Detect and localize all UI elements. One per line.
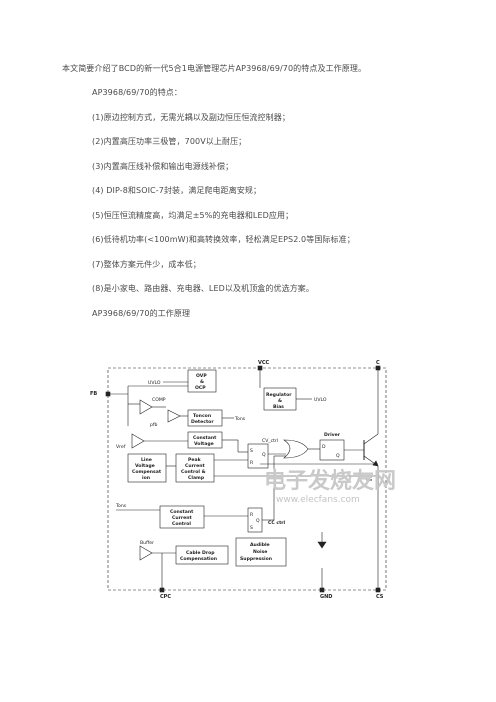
cc-s: S xyxy=(250,525,253,531)
cv-line1: Constant xyxy=(193,435,217,441)
pin-gnd-pad xyxy=(319,587,325,593)
features-title: AP3968/69/70的特点： xyxy=(92,88,183,97)
uvlo-in-label: UVLO xyxy=(148,380,161,386)
pin-cs-pad xyxy=(375,587,381,593)
principle-title: AP3968/69/70的工作原理 xyxy=(92,309,191,318)
tons-label: Tons xyxy=(234,416,246,422)
block-diagram: VCC C FB CPC GND CS OVP & OCP UVLO Regul… xyxy=(88,356,398,602)
pin-gnd: GND xyxy=(320,594,332,600)
toncon-buffer xyxy=(167,409,181,423)
buffer-amp xyxy=(139,545,153,561)
ccc-line1: Constant xyxy=(170,509,194,515)
intro-text: 本文简要介绍了BCD的新一代5合1电源管理芯片AP3968/69/70的特点及工… xyxy=(62,64,367,73)
lvc-line2: Voltage xyxy=(135,463,155,469)
emitter-arrow xyxy=(372,460,379,467)
lvc-line3: Compensat xyxy=(132,469,162,475)
gnd-arrow-head xyxy=(317,541,327,549)
lvc-line1: Line xyxy=(141,457,152,463)
watermark-cn: 电子发烧友网 xyxy=(264,468,396,494)
noise-line1: Audible xyxy=(250,542,270,548)
constant-current-block xyxy=(159,505,205,529)
ccc-line2: Current xyxy=(172,515,193,521)
or-gate xyxy=(283,439,309,459)
noise-line2: Noise xyxy=(253,549,267,555)
pfb-label: pfb xyxy=(150,422,158,428)
lvc-line4: ion xyxy=(142,475,150,481)
ovp-line2: & xyxy=(200,379,204,385)
cv-amp xyxy=(131,433,145,449)
cable-drop-block xyxy=(175,545,229,565)
reg-line1: Regulator xyxy=(266,392,292,398)
peak-line4: Clamp xyxy=(188,475,205,481)
pin-vcc-pad xyxy=(257,365,263,371)
pin-cs: CS xyxy=(376,594,384,600)
toncon-line2: Detector xyxy=(191,419,214,425)
noise-block xyxy=(235,537,287,567)
pin-cpc: CPC xyxy=(160,594,171,600)
driver-block xyxy=(319,439,345,461)
vref-label: Vref xyxy=(116,444,126,450)
transistor-collector xyxy=(363,433,379,445)
peak-current-block xyxy=(175,453,215,483)
cv-flipflop xyxy=(247,443,269,469)
buffer-label: Buffer xyxy=(140,540,154,546)
peak-line3: Control & xyxy=(181,469,206,475)
ccc-line3: Control xyxy=(172,521,191,527)
feature-item: (5)恒压恒流精度高，均满足±5%的充电器和LED应用； xyxy=(92,211,294,220)
peak-line1: Peak xyxy=(188,457,202,463)
feature-item: (8)是小家电、路由器、充电器、LED以及机顶盒的优选方案。 xyxy=(92,284,315,293)
pin-fb: FB xyxy=(90,391,97,397)
feature-item: (4) DIP-8和SOIC-7封装，满足爬电距离安规； xyxy=(92,186,262,195)
drv-d: D xyxy=(322,444,326,450)
toncon-line1: Toncon xyxy=(193,413,211,419)
cc-r: R xyxy=(250,512,254,518)
peak-line2: Current xyxy=(185,463,206,469)
cv-ctrl-label: CV_ctrl xyxy=(262,438,278,444)
watermark-url: www.elecfans.com xyxy=(276,495,360,505)
line-comp-block xyxy=(127,453,167,483)
feature-item: (3)内置高压线补偿和输出电源线补偿； xyxy=(92,162,234,171)
reg-line3: Bias xyxy=(273,404,284,410)
comp-label: COMP xyxy=(152,397,166,403)
ff-q: Q xyxy=(262,452,266,458)
ovp-line1: OVP xyxy=(196,373,207,379)
cc-q: Q xyxy=(256,518,260,524)
ff-s: S xyxy=(250,448,253,454)
ovp-line3: OCP xyxy=(195,385,206,391)
reg-line2: & xyxy=(278,398,282,404)
ovp-ocp-block xyxy=(187,369,217,393)
feature-item: (7)整体方案元件少，成本低； xyxy=(92,260,201,269)
cc-ctrl-label: CC ctrl xyxy=(268,520,286,526)
ff-r: R xyxy=(250,460,254,466)
feature-item: (2)内置高压功率三极管，700V以上耐压； xyxy=(92,137,247,146)
comp-amp xyxy=(139,399,153,415)
feature-item: (6)低待机功率(<100mW)和高转换效率，轻松满足EPS2.0等国际标准； xyxy=(92,235,355,244)
driver-label: Driver xyxy=(324,432,341,438)
pin-vcc: VCC xyxy=(258,360,270,366)
block-diagram-svg: VCC C FB CPC GND CS OVP & OCP UVLO Regul… xyxy=(90,360,396,600)
noise-line3: Suppression xyxy=(240,556,272,562)
uvlo-out-label: UVLO xyxy=(314,397,327,403)
feature-item: (1)原边控制方式，无需光耦以及副边恒压恒流控制器； xyxy=(92,113,290,122)
pin-cpc-pad xyxy=(159,587,165,593)
cable-line2: Compensation xyxy=(180,556,217,562)
pin-c: C xyxy=(376,360,380,366)
cable-line1: Cable Drop xyxy=(186,550,215,556)
tons2-label: Tons xyxy=(115,503,127,509)
cs-internal-label: CS xyxy=(366,477,372,483)
pin-c-pad xyxy=(375,365,381,371)
pin-fb-pad xyxy=(105,391,111,397)
drv-q: Q xyxy=(336,453,340,459)
cv-line2: Voltage xyxy=(194,441,214,447)
